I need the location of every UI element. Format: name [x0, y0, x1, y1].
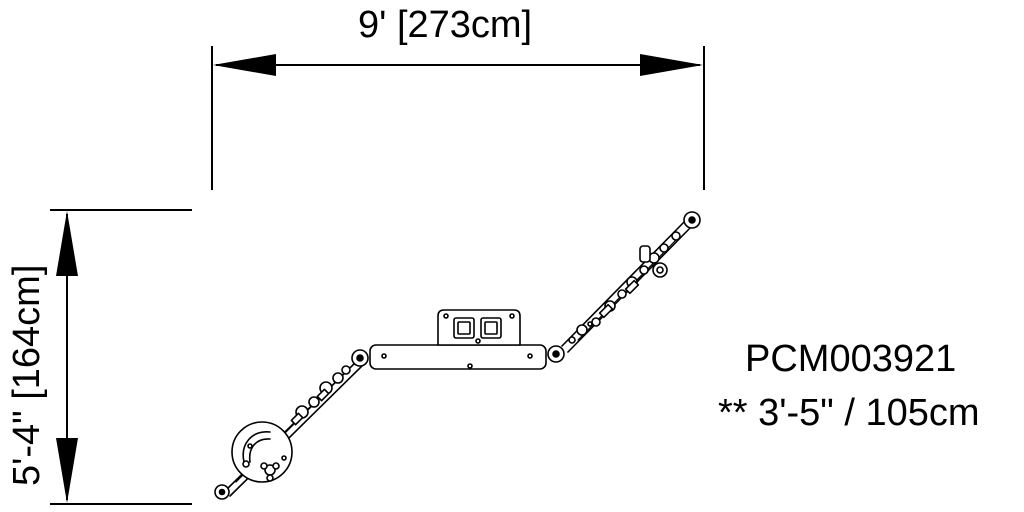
height-arrow-bottom: [56, 438, 78, 503]
product-code: PCM003921: [745, 338, 957, 380]
upper-right-rail: [561, 217, 695, 353]
height-arrow-top: [56, 211, 78, 276]
structure-plan: [214, 211, 701, 500]
height-dimension-label: 5'-4" [164cm]: [6, 264, 48, 486]
spinner-panel: [231, 421, 293, 483]
height-dimension: [50, 209, 192, 505]
center-deck: [369, 309, 547, 370]
width-dimension-label: 9' [273cm]: [358, 4, 533, 46]
product-note: ** 3'-5" / 105cm: [718, 392, 980, 434]
width-dimension: [211, 46, 705, 190]
width-arrow-right: [640, 54, 703, 76]
width-arrow-left: [213, 54, 276, 76]
